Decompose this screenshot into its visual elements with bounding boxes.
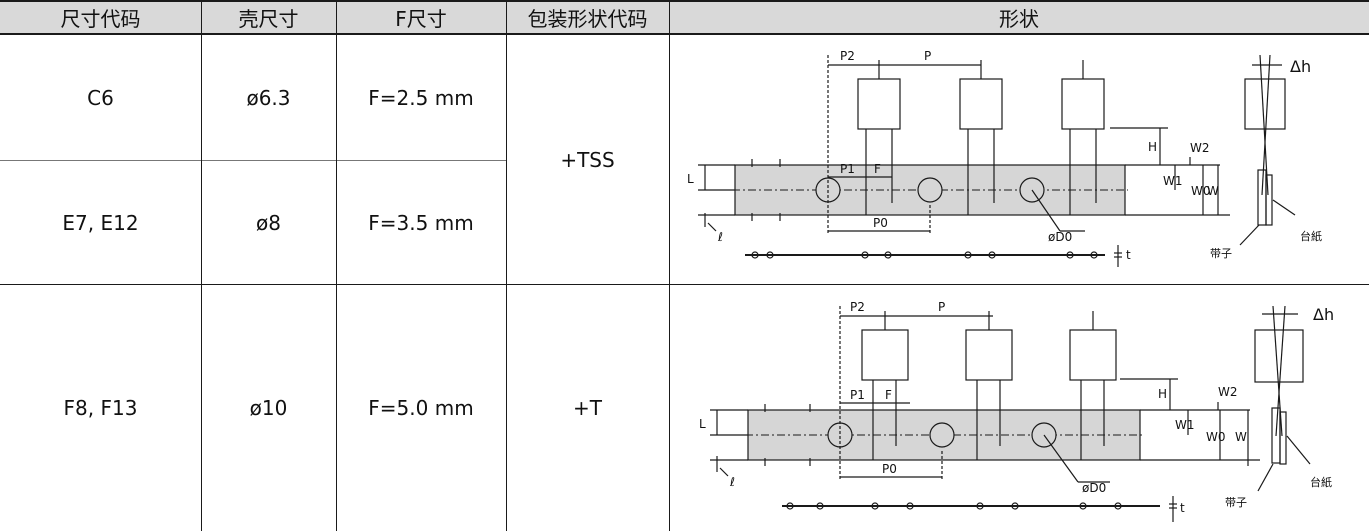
label-h: H bbox=[1148, 140, 1157, 154]
row2-f-size: F=3.5 mm bbox=[368, 211, 474, 235]
label-w1-2: W1 bbox=[1175, 418, 1195, 432]
label-p1-2: P1 bbox=[850, 388, 865, 402]
label-p2-2: P2 bbox=[850, 300, 865, 314]
row1-case-size: ø6.3 bbox=[246, 85, 291, 110]
row2-bottom-border bbox=[0, 284, 1369, 285]
label-paper: 台紙 bbox=[1300, 229, 1322, 243]
col-divider-4 bbox=[669, 0, 670, 531]
label-paper-2: 台紙 bbox=[1310, 475, 1332, 489]
row1-bottom-border bbox=[0, 160, 506, 161]
label-tape: 带子 bbox=[1210, 247, 1232, 260]
col-divider-3 bbox=[506, 0, 507, 531]
label-f: F bbox=[874, 162, 881, 176]
col-divider-1 bbox=[201, 0, 202, 531]
label-p: P bbox=[924, 49, 931, 63]
header-bottom-border bbox=[0, 33, 1369, 35]
label-w2-2: W2 bbox=[1218, 385, 1238, 399]
header-shape: 形状 bbox=[669, 0, 1369, 34]
top-border bbox=[0, 0, 1369, 2]
label-w: W bbox=[1207, 184, 1219, 198]
label-p1: P1 bbox=[840, 162, 855, 176]
package-code-t: +T bbox=[573, 396, 602, 420]
row3-size-code: F8, F13 bbox=[63, 396, 138, 420]
row1-size-code: C6 bbox=[87, 85, 114, 110]
taping-diagram-t: P2 P P1 F P0 H W2 W1 W0 W L ℓ øD0 t Δh 带… bbox=[699, 300, 1334, 522]
taping-diagram-tss: P2 P P1 F P0 H W2 W1 W0 W L ℓ øD0 t Δh 带… bbox=[687, 49, 1322, 267]
col-divider-2 bbox=[336, 0, 337, 531]
label-od0: øD0 bbox=[1048, 230, 1072, 244]
label-w0: W0 bbox=[1191, 184, 1211, 198]
label-w1: W1 bbox=[1163, 174, 1183, 188]
row1-f-size: F=2.5 mm bbox=[368, 85, 474, 110]
label-dh: Δh bbox=[1290, 57, 1311, 76]
label-l: L bbox=[687, 172, 694, 186]
row2-case-size: ø8 bbox=[256, 211, 281, 235]
label-p0: P0 bbox=[873, 216, 888, 230]
label-dh-2: Δh bbox=[1313, 305, 1334, 324]
label-od0-2: øD0 bbox=[1082, 481, 1106, 495]
label-w0-2: W0 bbox=[1206, 430, 1226, 444]
header-package-code: 包装形状代码 bbox=[506, 0, 669, 34]
label-ell: ℓ bbox=[717, 230, 723, 244]
label-f-2: F bbox=[885, 388, 892, 402]
header-size-code: 尺寸代码 bbox=[0, 0, 201, 34]
label-p2: P2 bbox=[840, 49, 855, 63]
row3-case-size: ø10 bbox=[249, 396, 288, 420]
label-l-2: L bbox=[699, 417, 706, 431]
package-code-tss: +TSS bbox=[560, 147, 615, 172]
row2-size-code: E7, E12 bbox=[62, 211, 139, 235]
label-ell-2: ℓ bbox=[729, 475, 735, 489]
label-tape-2: 带子 bbox=[1225, 496, 1247, 509]
row3-f-size: F=5.0 mm bbox=[368, 396, 474, 420]
label-t: t bbox=[1126, 248, 1131, 262]
header-f-size: F尺寸 bbox=[336, 0, 506, 34]
label-t-2: t bbox=[1180, 501, 1185, 515]
label-w-2: W bbox=[1235, 430, 1247, 444]
label-h-2: H bbox=[1158, 387, 1167, 401]
label-w2: W2 bbox=[1190, 141, 1210, 155]
header-case-size: 壳尺寸 bbox=[201, 0, 336, 34]
label-p-2: P bbox=[938, 300, 945, 314]
label-p0-2: P0 bbox=[882, 462, 897, 476]
